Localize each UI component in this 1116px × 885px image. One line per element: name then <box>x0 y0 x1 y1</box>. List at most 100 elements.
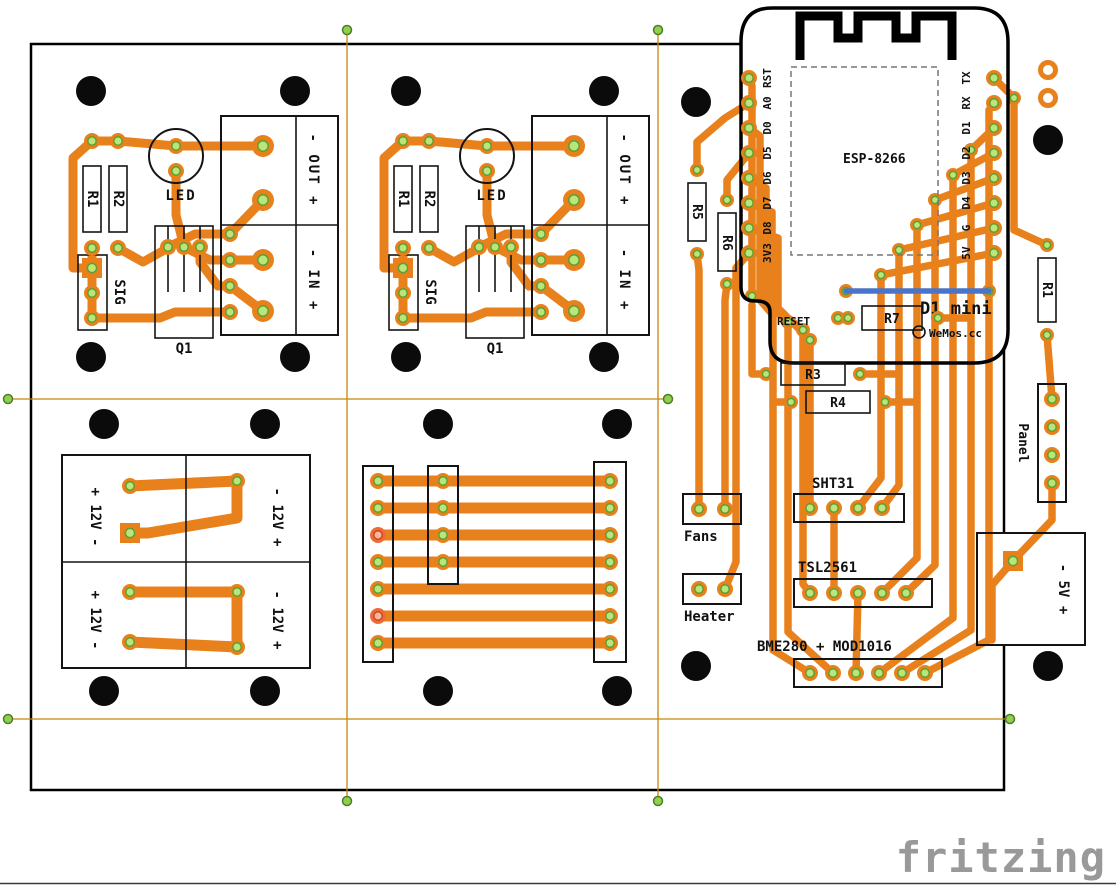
power-12v-block[interactable]: + 12V - - 12V + + 12V - - 12V + <box>61 454 311 669</box>
mounting-hole <box>602 409 632 439</box>
bus-connector-block[interactable] <box>362 461 627 663</box>
sht31-label: SHT31 <box>812 476 854 492</box>
mounting-hole <box>76 342 106 372</box>
resistor-label: R1 <box>84 191 100 208</box>
out-terminal-label: - OUT + <box>305 133 321 206</box>
mounting-holes <box>76 76 1063 706</box>
power-label-5v: - 5V + <box>1055 564 1071 615</box>
copper-ring-pad[interactable] <box>1038 60 1058 80</box>
grid-anchor-dot <box>652 24 664 36</box>
pin-label: D6 <box>761 171 774 185</box>
power-label-12v: - 12V + <box>269 590 285 649</box>
power-5v-block[interactable]: - 5V + <box>976 532 1086 646</box>
in-terminal-label: - IN + <box>616 249 632 312</box>
d1mini-title: D1 mini <box>920 299 992 319</box>
grid-anchor-dot <box>341 24 353 36</box>
pin-label: RST <box>761 68 774 88</box>
in-terminal-label: - IN + <box>305 249 321 312</box>
power-label-12v: - 12V + <box>269 487 285 546</box>
highlighted-pad[interactable] <box>369 526 387 544</box>
relay-module-2-labels: R1 R2 LED SIG Q1 - OUT + - IN + <box>395 133 632 357</box>
grid-anchor-dot <box>662 393 674 405</box>
tsl2561-label: TSL2561 <box>798 560 857 576</box>
resistor-label: R1 <box>1039 282 1054 298</box>
heater-label: Heater <box>684 609 735 625</box>
pin-label: D1 <box>960 121 973 135</box>
resistor-label: R7 <box>884 312 900 327</box>
pin-label: D5 <box>761 146 774 159</box>
pin-label: TX <box>960 71 973 85</box>
resistor-label: R4 <box>830 396 846 411</box>
pin-label: G <box>960 224 973 231</box>
resistor-label: R5 <box>689 204 704 220</box>
pad[interactable] <box>121 477 139 495</box>
d1mini-pin-labels: RST A0 D0 D5 D6 D7 D8 3V3 TX RX D1 D2 D3… <box>761 68 973 263</box>
esp8266-footprint <box>790 66 939 256</box>
mounting-hole <box>589 76 619 106</box>
pad[interactable] <box>121 633 139 651</box>
pad[interactable] <box>228 638 246 656</box>
power-label-12v: + 12V - <box>87 590 103 649</box>
power-label-12v: + 12V - <box>87 487 103 546</box>
mounting-hole <box>423 676 453 706</box>
d1mini-module-body[interactable] <box>741 8 1008 363</box>
output-connectors[interactable]: Fans Heater SHT31 TSL2561 BME280 + MOD10… <box>682 383 1067 688</box>
mounting-hole <box>89 676 119 706</box>
grid-anchor-dot <box>2 393 14 405</box>
mounting-hole <box>1033 125 1063 155</box>
mounting-hole <box>89 409 119 439</box>
grid-guides <box>2 24 1016 807</box>
resistor-label: R2 <box>421 191 437 208</box>
grid-anchor-dot <box>341 795 353 807</box>
mounting-hole <box>602 676 632 706</box>
mounting-hole <box>391 76 421 106</box>
esp8266-label: ESP-8266 <box>843 152 906 167</box>
grid-anchor-dot <box>652 795 664 807</box>
pin-label: D0 <box>761 121 774 134</box>
grid-anchor-dot <box>1004 713 1016 725</box>
mounting-hole <box>391 342 421 372</box>
wifi-antenna-trace <box>795 11 957 60</box>
transistor-label: Q1 <box>176 341 193 357</box>
pin-label: 3V3 <box>761 243 774 263</box>
mounting-hole <box>681 87 711 117</box>
pin-label: D4 <box>960 196 973 210</box>
grid-anchor-dot <box>2 713 14 725</box>
sig-label: SIG <box>422 279 438 304</box>
mounting-hole <box>589 342 619 372</box>
fritzing-watermark: fritzing <box>896 833 1106 882</box>
wemos-logo-icon <box>912 325 926 339</box>
pad[interactable] <box>1002 550 1024 572</box>
mounting-hole <box>76 76 106 106</box>
transistor-label: Q1 <box>487 341 504 357</box>
mounting-hole <box>250 676 280 706</box>
copper-ring-pad[interactable] <box>1038 88 1058 108</box>
relay-module-1-labels: R1 R2 LED SIG Q1 - OUT + - IN + <box>84 133 321 357</box>
highlighted-pad[interactable] <box>369 607 387 625</box>
pad[interactable] <box>121 583 139 601</box>
led-label: LED <box>476 188 507 204</box>
resistor-label: R6 <box>719 235 734 251</box>
wemos-brand-label: WeMos.cc <box>929 327 982 340</box>
pin-label: D8 <box>761 221 774 234</box>
pad[interactable] <box>228 472 246 490</box>
resistor-label: R2 <box>110 191 126 208</box>
pad[interactable] <box>119 522 141 544</box>
pin-label: D2 <box>960 146 973 159</box>
out-terminal-label: - OUT + <box>616 133 632 206</box>
fans-label: Fans <box>684 529 718 545</box>
d1mini-module[interactable]: RST A0 D0 D5 D6 D7 D8 3V3 TX RX D1 D2 D3… <box>739 6 1010 365</box>
mounting-hole <box>280 342 310 372</box>
mounting-hole <box>1033 651 1063 681</box>
mounting-hole <box>681 651 711 681</box>
led-label: LED <box>165 188 196 204</box>
bme280-label: BME280 + MOD1016 <box>757 639 892 655</box>
pin-label: D7 <box>761 196 774 209</box>
pad[interactable] <box>228 583 246 601</box>
resistors-right[interactable]: R5 R6 R3 R4 R7 R1 <box>687 162 1057 414</box>
mounting-hole <box>280 76 310 106</box>
pin-label: 5V <box>960 246 973 260</box>
mounting-hole <box>250 409 280 439</box>
resistor-label: R3 <box>805 368 821 383</box>
